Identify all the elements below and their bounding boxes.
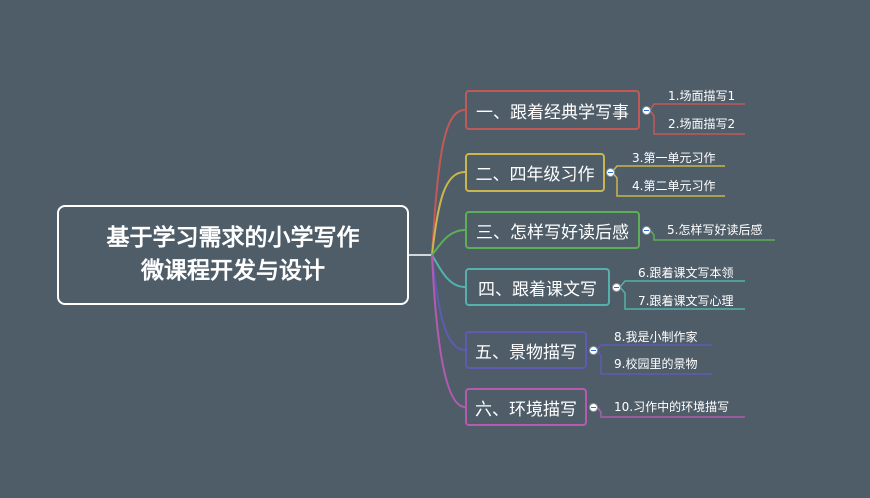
collapse-icon[interactable] (612, 283, 621, 292)
branch-topic-4[interactable]: 四、跟着课文写 (465, 268, 610, 306)
leaf-topic-1-1[interactable]: 1.场面描写1 (668, 89, 736, 103)
leaf-connector-2-2 (611, 171, 725, 197)
branch-topic-5[interactable]: 五、景物描写 (465, 331, 587, 369)
root-topic-line-2: 微课程开发与设计 (141, 258, 325, 284)
branch-topic-6-label: 六、环境描写 (475, 399, 577, 420)
leaf-topic-5-1[interactable]: 8.我是小制作家 (614, 330, 698, 344)
leaf-connector-1-2 (649, 109, 745, 135)
leaf-connector-4-1 (619, 280, 745, 288)
connector-branch-1 (431, 109, 466, 256)
leaf-topic-2-2[interactable]: 4.第二单元习作 (632, 179, 716, 193)
root-topic[interactable]: 基于学习需求的小学写作 微课程开发与设计 (57, 205, 409, 305)
branch-topic-5-label: 五、景物描写 (475, 342, 577, 363)
leaf-topic-5-2[interactable]: 9.校园里的景物 (614, 357, 698, 371)
leaf-topic-4-2[interactable]: 7.跟着课文写心理 (638, 294, 734, 308)
leaf-connector-5-2 (596, 349, 712, 375)
leaf-connector-6-1 (596, 406, 745, 418)
branch-topic-4-label: 四、跟着课文写 (478, 279, 597, 300)
connector-branch-3 (431, 229, 466, 256)
connector-branch-5 (431, 254, 466, 351)
branch-topic-1[interactable]: 一、跟着经典学写事 (465, 90, 640, 130)
branch-topic-2[interactable]: 二、四年级习作 (465, 153, 605, 192)
leaf-connector-3-1 (649, 229, 775, 241)
branch-topic-2-label: 二、四年级习作 (475, 165, 595, 185)
connector-branch-6 (431, 254, 466, 408)
leaf-topic-3-1[interactable]: 5.怎样写好读后感 (667, 223, 763, 237)
connector-branch-4 (431, 254, 466, 288)
leaf-connector-5-1 (596, 344, 712, 351)
leaf-topic-1-2[interactable]: 2.场面描写2 (668, 117, 736, 131)
branch-topic-3[interactable]: 三、怎样写好读后感 (465, 211, 640, 249)
branch-topic-6[interactable]: 六、环境描写 (465, 388, 587, 426)
leaf-connector-1-1 (649, 103, 745, 111)
collapse-icon[interactable] (642, 226, 651, 235)
collapse-icon[interactable] (606, 168, 615, 177)
leaf-topic-4-1[interactable]: 6.跟着课文写本领 (638, 266, 734, 280)
collapse-icon[interactable] (589, 346, 598, 355)
leaf-topic-2-1[interactable]: 3.第一单元习作 (632, 151, 716, 165)
collapse-icon[interactable] (642, 106, 651, 115)
connector-branch-2 (431, 171, 466, 256)
branch-topic-1-label: 一、跟着经典学写事 (476, 102, 629, 123)
branch-topic-3-label: 三、怎样写好读后感 (476, 222, 629, 243)
collapse-icon[interactable] (589, 403, 598, 412)
leaf-connector-4-2 (619, 286, 745, 310)
root-topic-line-1: 基于学习需求的小学写作 (106, 225, 360, 251)
leaf-connector-2-1 (611, 165, 725, 173)
leaf-topic-6-1[interactable]: 10.习作中的环境描写 (614, 400, 730, 414)
